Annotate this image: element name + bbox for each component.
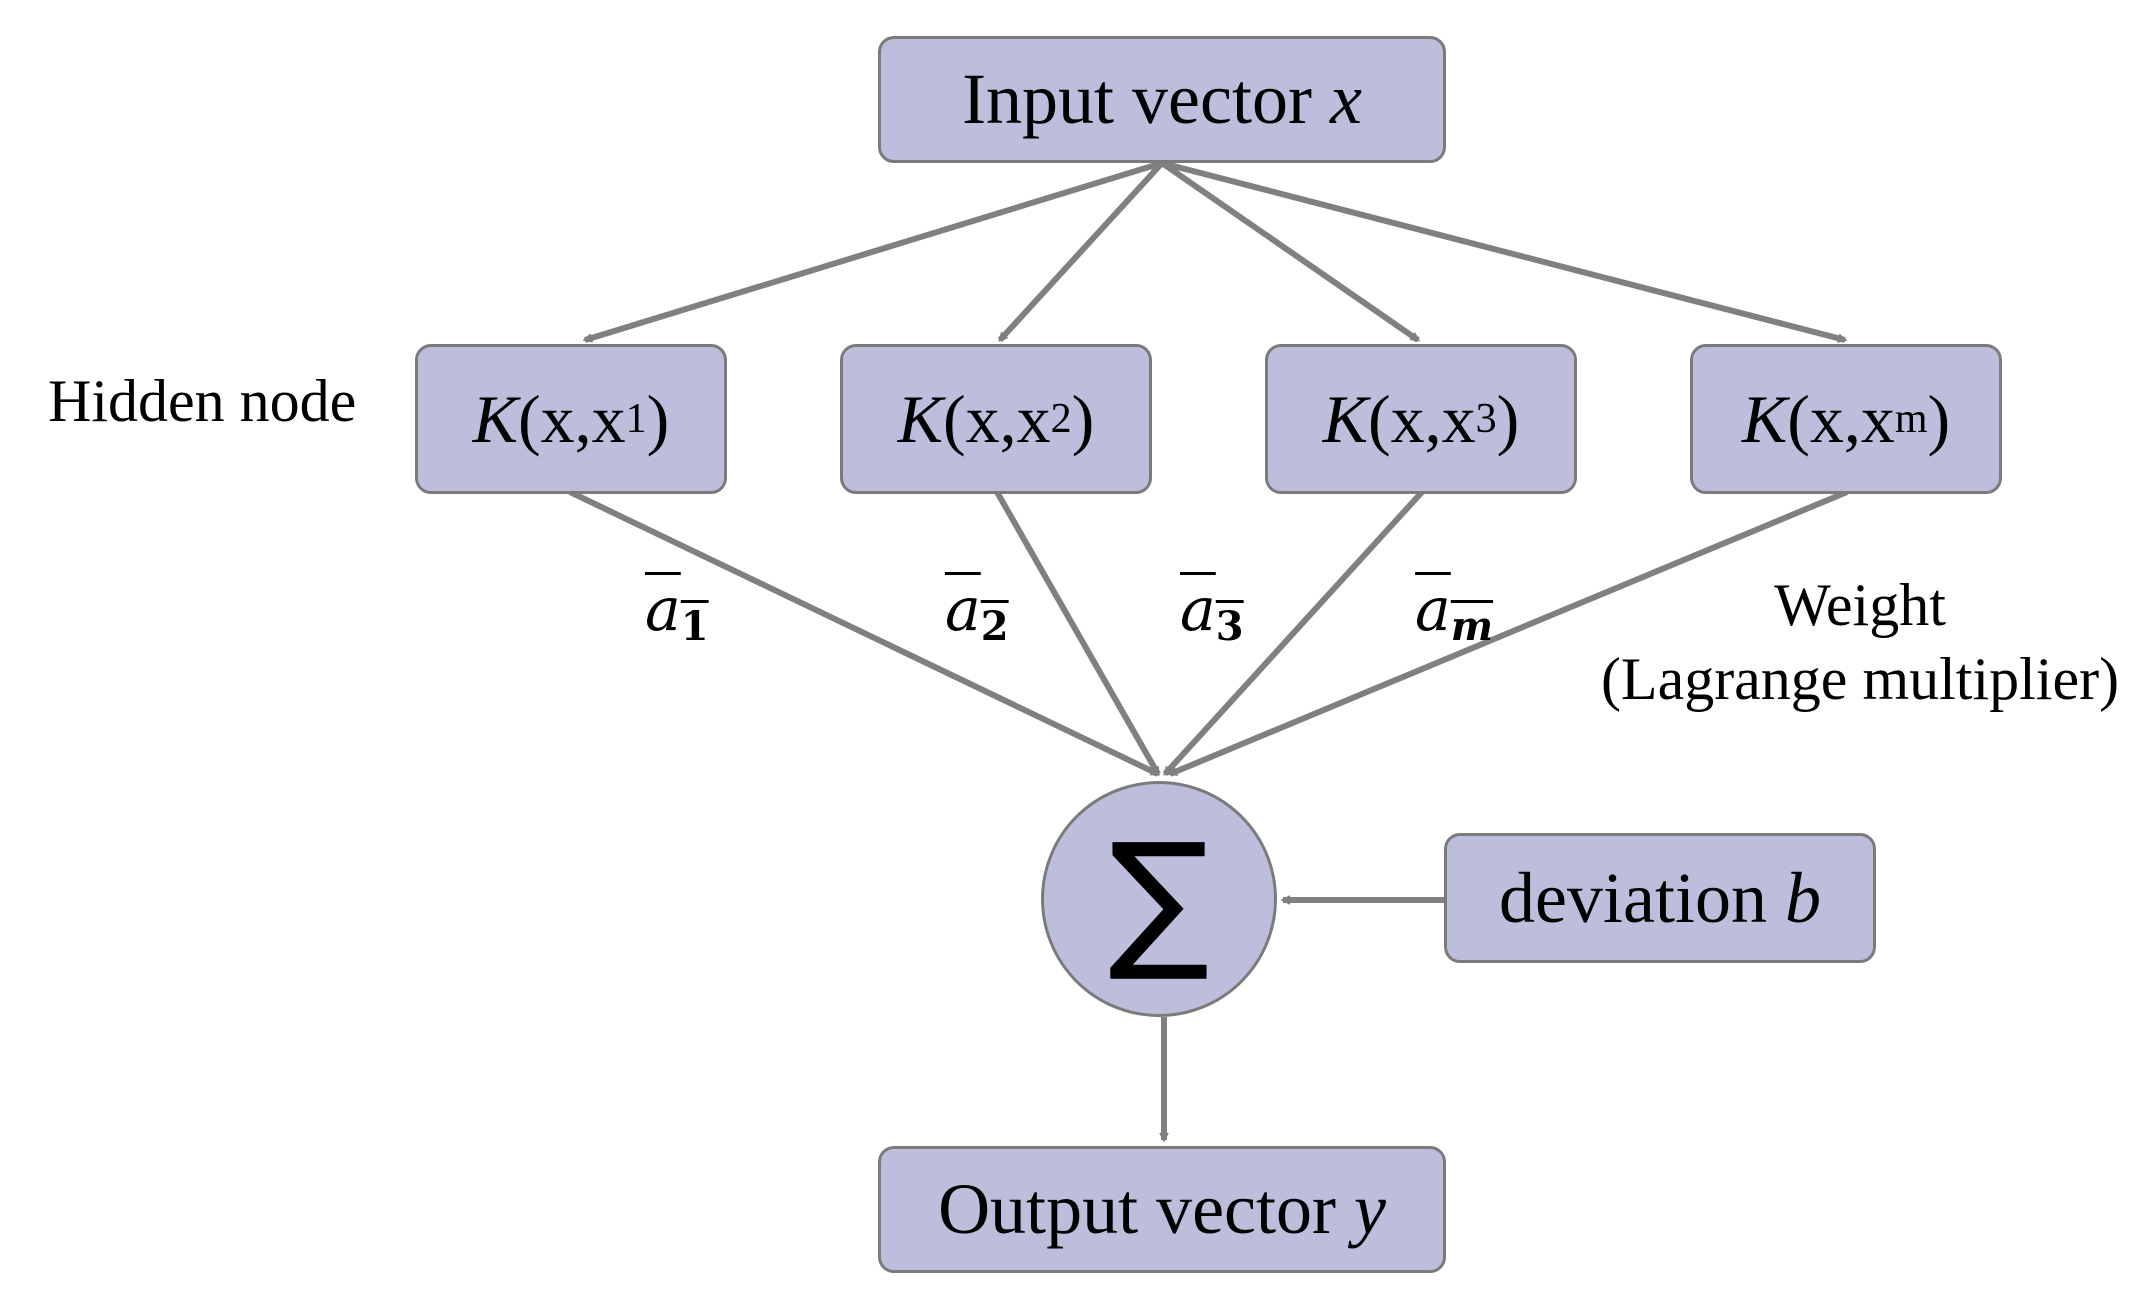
output-vector-text: Output vector (938, 1169, 1354, 1249)
arrow-input-to-node-1 (585, 160, 1163, 343)
kernel-sub: 3 (1475, 396, 1497, 442)
input-vector-text: Input vector (962, 59, 1330, 139)
deviation-var: b (1784, 857, 1821, 938)
weight-a2: a2 (945, 575, 1009, 650)
kernel-sub: m (1894, 396, 1928, 442)
kernel-args: (x,x (518, 380, 626, 457)
deviation-box: deviation b (1444, 833, 1876, 963)
arrow-node-2-to-sum (994, 490, 1161, 774)
arrow-input-to-node-m (1161, 160, 1845, 343)
arrow-node-1-to-sum (568, 489, 1158, 777)
kernel-close: ) (1071, 380, 1095, 457)
kernel-k: K (1741, 380, 1788, 457)
kernel-close: ) (1927, 380, 1951, 457)
input-vector-box: Input vector x (878, 36, 1446, 163)
input-vector-var: x (1329, 59, 1362, 139)
deviation-text: deviation (1499, 857, 1785, 938)
arrow-input-to-node-3 (1160, 160, 1418, 343)
arrow-node-3-to-sum (1162, 489, 1425, 774)
weight-label-line2: (Lagrange multiplier) (1600, 646, 2120, 712)
kernel-sub: 2 (1050, 396, 1072, 442)
arrow-node-m-to-sum (1170, 489, 1849, 777)
sigma-symbol: ∑ (1108, 812, 1210, 986)
weight-am: am (1415, 575, 1494, 650)
summation-node: ∑ (1041, 781, 1277, 1017)
kernel-args: (x,x (1368, 380, 1476, 457)
arrow-input-to-node-2 (997, 160, 1165, 340)
weight-a1: a1 (645, 575, 709, 650)
kernel-close: ) (1496, 380, 1520, 457)
weight-a3: a3 (1180, 575, 1244, 650)
weight-label: Weight (Lagrange multiplier) (1560, 568, 2153, 716)
output-vector-box: Output vector y (878, 1146, 1446, 1273)
kernel-args: (x,x (1787, 380, 1895, 457)
kernel-close: ) (646, 380, 670, 457)
output-vector-var: y (1353, 1169, 1386, 1249)
hidden-node-label: Hidden node (48, 368, 357, 434)
weight-label-line1: Weight (1774, 572, 1946, 638)
kernel-sub: 1 (625, 396, 647, 442)
kernel-k: K (1322, 380, 1369, 457)
kernel-k: K (897, 380, 944, 457)
kernel-k: K (472, 380, 519, 457)
kernel-args: (x,x (943, 380, 1051, 457)
